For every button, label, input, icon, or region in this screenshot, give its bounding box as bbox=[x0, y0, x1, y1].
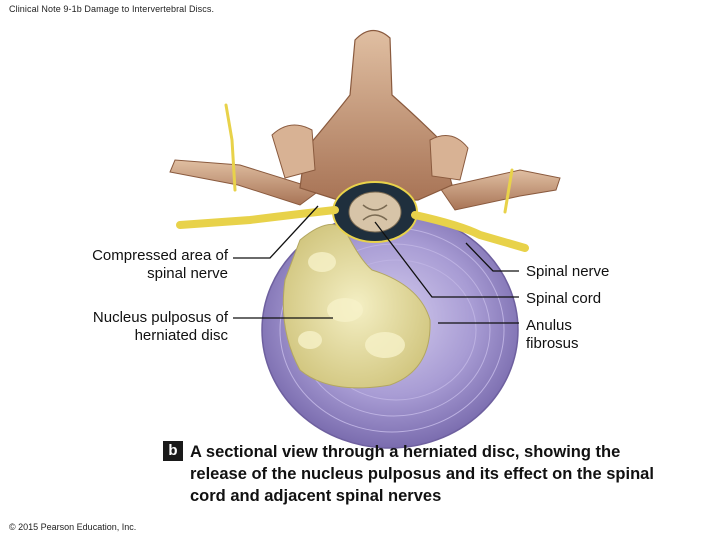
figure-caption: A sectional view through a herniated dis… bbox=[190, 443, 654, 505]
right-transverse-process bbox=[439, 169, 561, 211]
figure-part-badge: b bbox=[163, 441, 183, 461]
leader-spinal-cord bbox=[374, 221, 519, 298]
label-spinal-nerve: Spinal nerve bbox=[526, 263, 610, 280]
left-articular-process bbox=[271, 124, 316, 179]
label-spinal-cord: Spinal cord bbox=[526, 290, 602, 307]
left-transverse-process bbox=[169, 159, 322, 206]
leader-compressed-area bbox=[233, 205, 319, 259]
spinous-process bbox=[299, 29, 453, 201]
right-spinal-nerve bbox=[411, 211, 529, 252]
spinal-cord-section bbox=[348, 191, 402, 233]
leader-spinal-nerve bbox=[465, 242, 519, 272]
right-articular-process bbox=[429, 135, 469, 181]
left-spinal-nerve bbox=[176, 206, 339, 229]
label-nucleus-pulposus: Nucleus pulposus of herniated disc bbox=[92, 309, 228, 344]
figure-header: Clinical Note 9-1b Damage to Interverteb… bbox=[9, 4, 215, 14]
label-compressed-area: Compressed area of spinal nerve bbox=[92, 247, 228, 282]
label-anulus-fibrosus: Anulus fibrosus bbox=[526, 317, 579, 352]
copyright-notice: © 2015 Pearson Education, Inc. bbox=[9, 522, 137, 532]
